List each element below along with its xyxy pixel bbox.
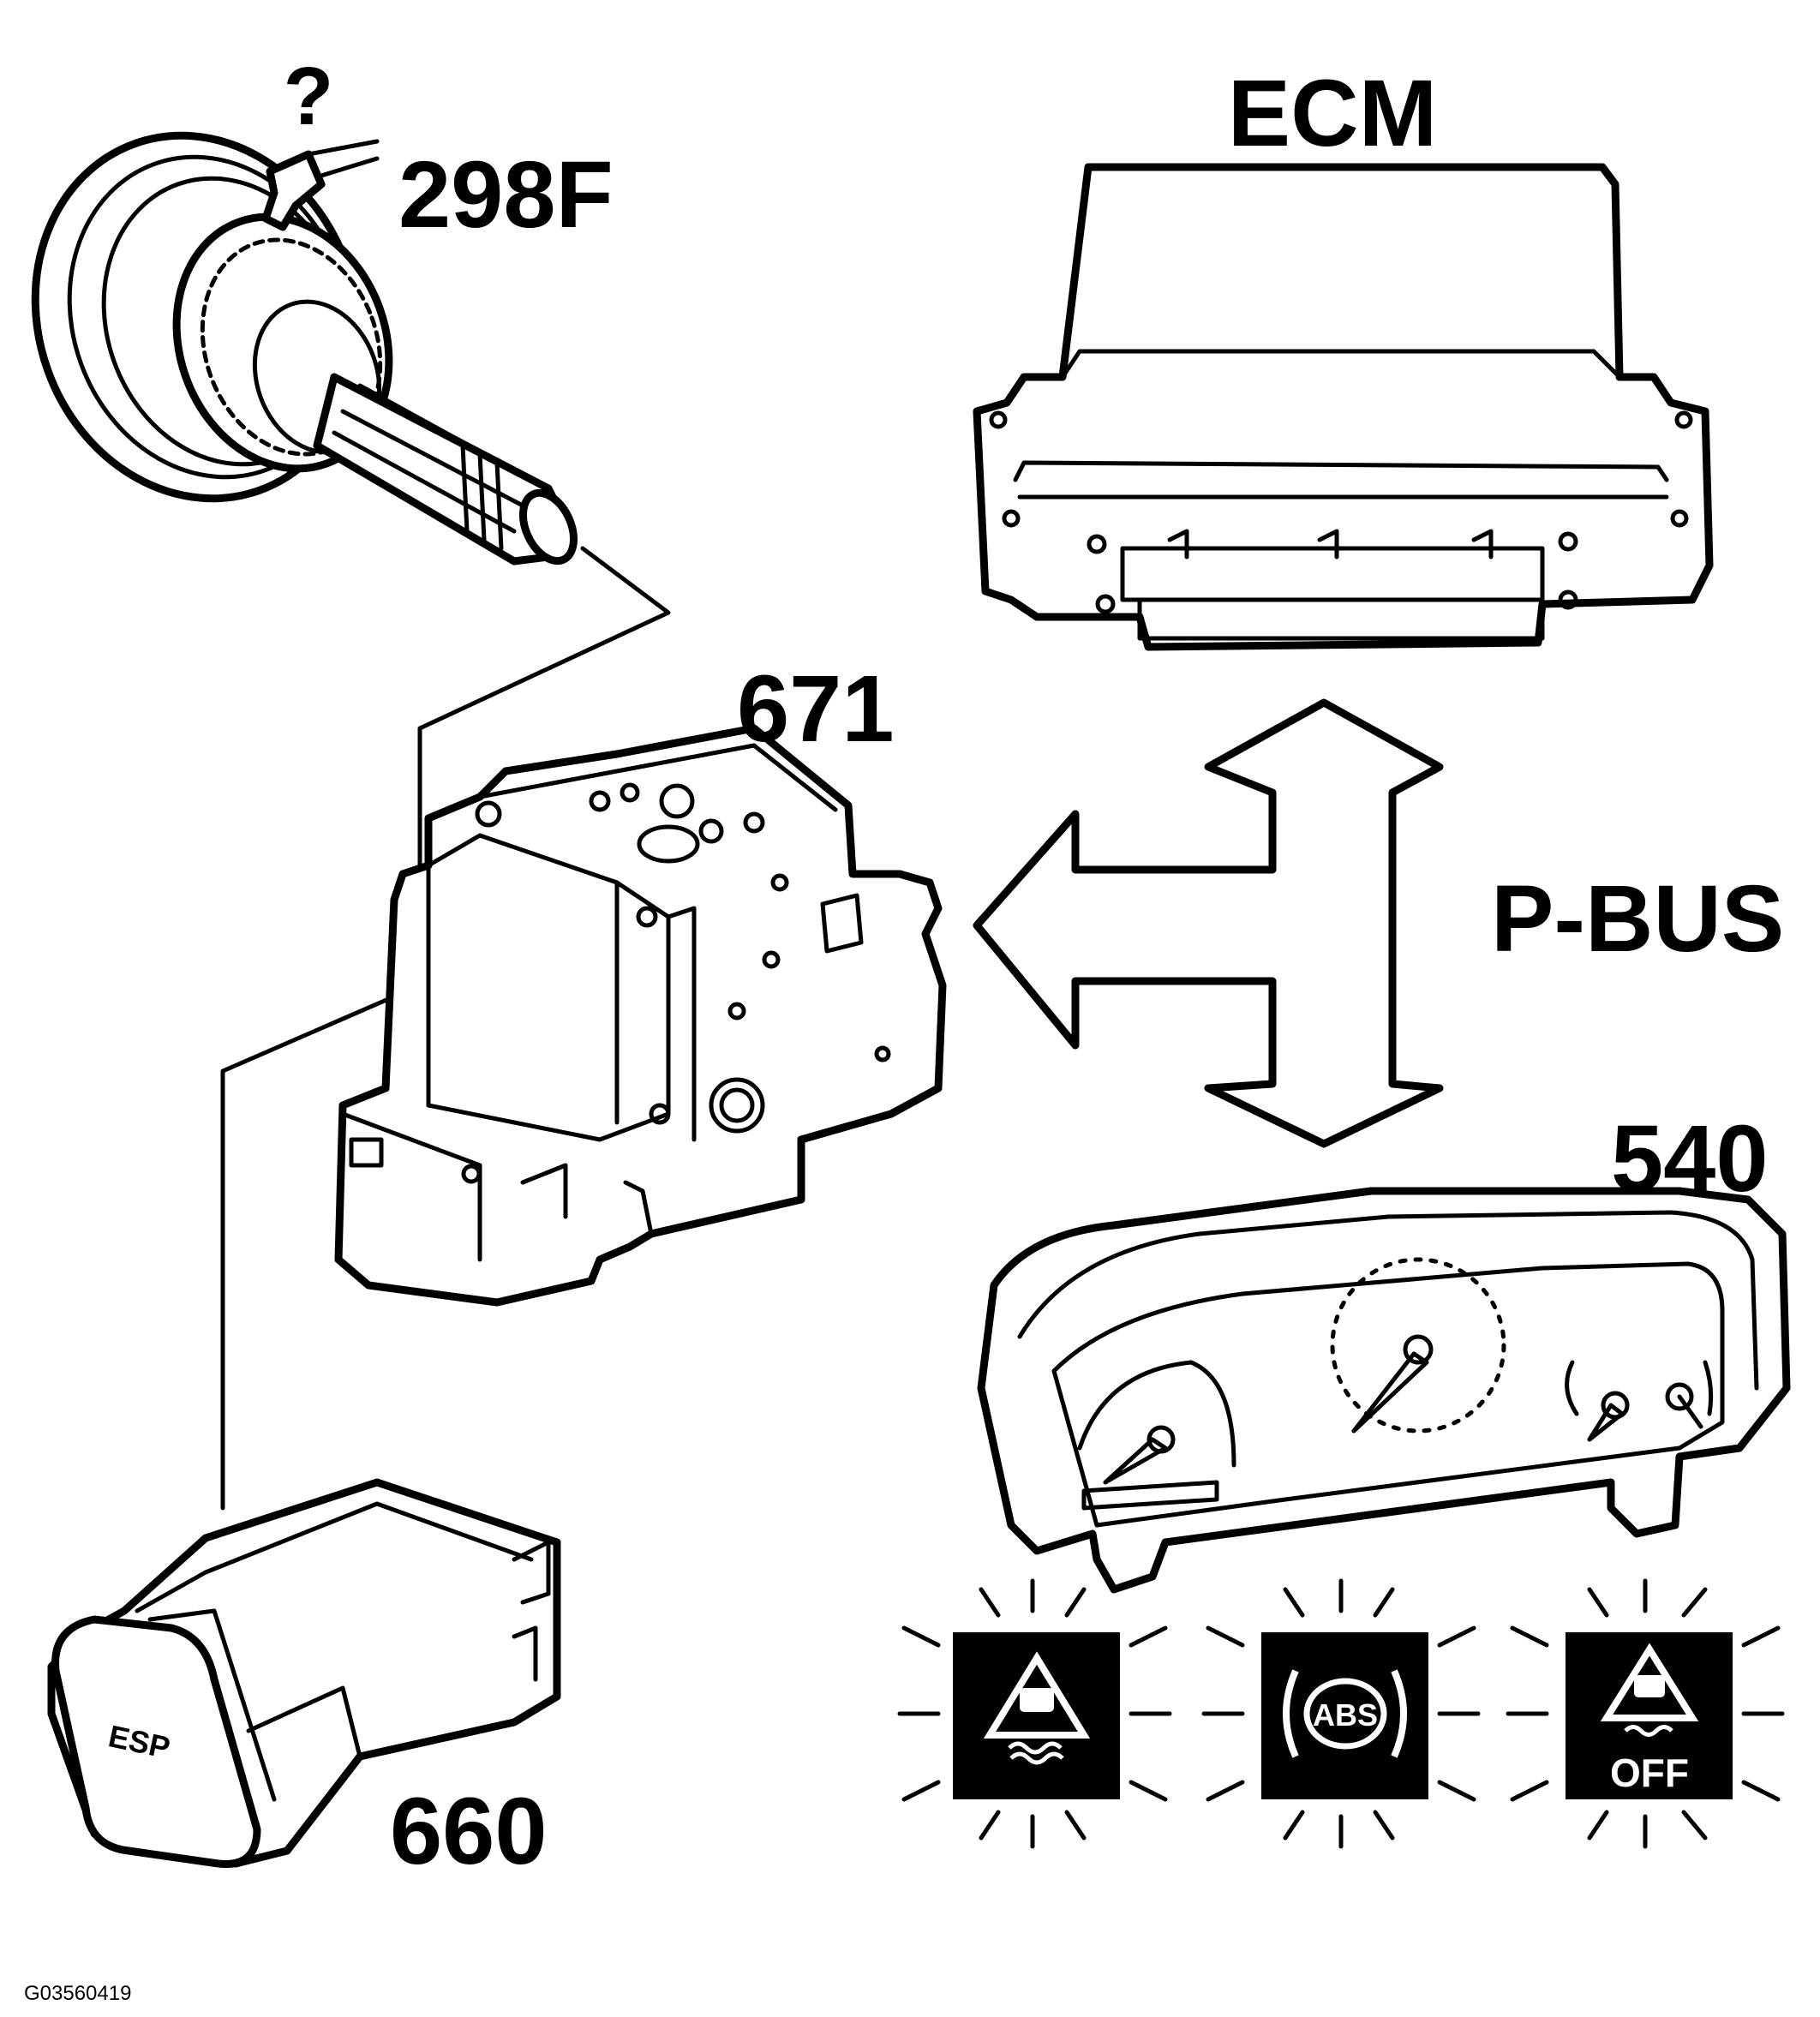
unknown-sensor-marker: ? — [284, 51, 334, 142]
wheel-sensor-label: 298F — [398, 142, 614, 248]
traction-warning-icon — [983, 1651, 1091, 1765]
traction-off-icon — [1600, 1643, 1699, 1737]
cluster-label: 540 — [1611, 1106, 1769, 1212]
ecm-label: ECM — [1228, 61, 1437, 166]
pbus-arrows — [973, 698, 1444, 1148]
warning-lamp-abs: ABS — [1201, 1578, 1481, 1849]
lamp-rays — [1506, 1578, 1785, 1849]
abs-unit-label: 671 — [737, 656, 895, 762]
pbus-label: P-BUS — [1491, 866, 1784, 972]
warning-lamp-traction-off: OFF — [1506, 1578, 1785, 1849]
abs-control-unit — [334, 724, 947, 1307]
traction-off-text: OFF — [1610, 1751, 1689, 1795]
esp-switch-label: 660 — [390, 1779, 548, 1884]
figure-id: G03560419 — [24, 1982, 131, 2005]
warning-lamp-traction — [897, 1578, 1172, 1849]
lamp-rays — [1201, 1578, 1481, 1849]
abs-warning-icon — [1283, 1669, 1407, 1758]
lamp-rays — [897, 1578, 1172, 1849]
abs-lamp-text: ABS — [1313, 1697, 1378, 1733]
esp-switch — [47, 1478, 561, 1868]
wheel-hub-sensor — [31, 131, 578, 566]
instrument-cluster — [977, 1187, 1791, 1594]
ecm-module — [973, 163, 1714, 651]
